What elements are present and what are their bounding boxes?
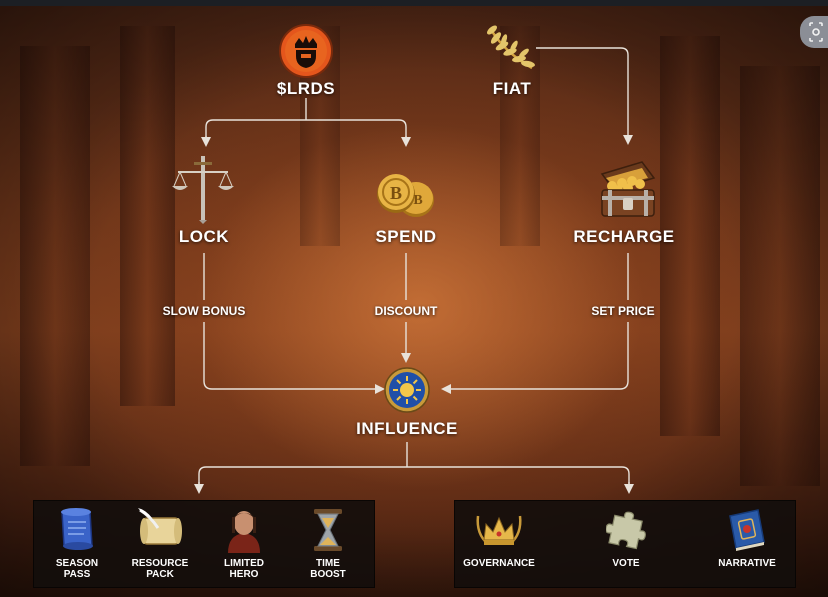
discount-label: DISCOUNT bbox=[374, 304, 438, 318]
lock-label: LOCK bbox=[178, 227, 230, 246]
lrds-label: $LRDS bbox=[276, 79, 336, 98]
laurel-icon bbox=[480, 22, 540, 78]
fiat-label: FIAT bbox=[492, 79, 532, 98]
expand-button[interactable] bbox=[800, 16, 828, 48]
window-top-bar bbox=[0, 0, 828, 6]
crown-icon bbox=[474, 510, 524, 552]
hero-portrait-icon bbox=[224, 505, 264, 553]
puzzle-piece-icon bbox=[605, 510, 646, 550]
scales-sword-icon bbox=[170, 152, 236, 224]
hourglass-icon bbox=[312, 507, 344, 553]
scroll-icon bbox=[56, 506, 98, 552]
book-icon bbox=[724, 508, 768, 552]
svg-text:B: B bbox=[413, 193, 422, 208]
focus-frame-icon bbox=[809, 22, 823, 42]
diagram-background bbox=[0, 6, 828, 597]
set-price-label: SET PRICE bbox=[591, 304, 655, 318]
treasure-chest-icon bbox=[594, 156, 660, 222]
svg-text:B: B bbox=[390, 183, 402, 203]
influence-emblem-icon bbox=[384, 367, 430, 413]
lrds-token-icon bbox=[279, 24, 333, 78]
influence-label: INFLUENCE bbox=[356, 419, 458, 438]
governance-label: GOVERNANCE bbox=[463, 558, 535, 569]
parchment-quill-icon bbox=[136, 506, 186, 552]
vote-label: VOTE bbox=[612, 558, 640, 569]
spend-label: SPEND bbox=[375, 227, 437, 246]
slow-bonus-label: SLOW BONUS bbox=[162, 304, 246, 318]
narrative-label: NARRATIVE bbox=[718, 558, 776, 569]
recharge-label: RECHARGE bbox=[573, 227, 675, 246]
coins-icon: B B bbox=[374, 170, 438, 220]
